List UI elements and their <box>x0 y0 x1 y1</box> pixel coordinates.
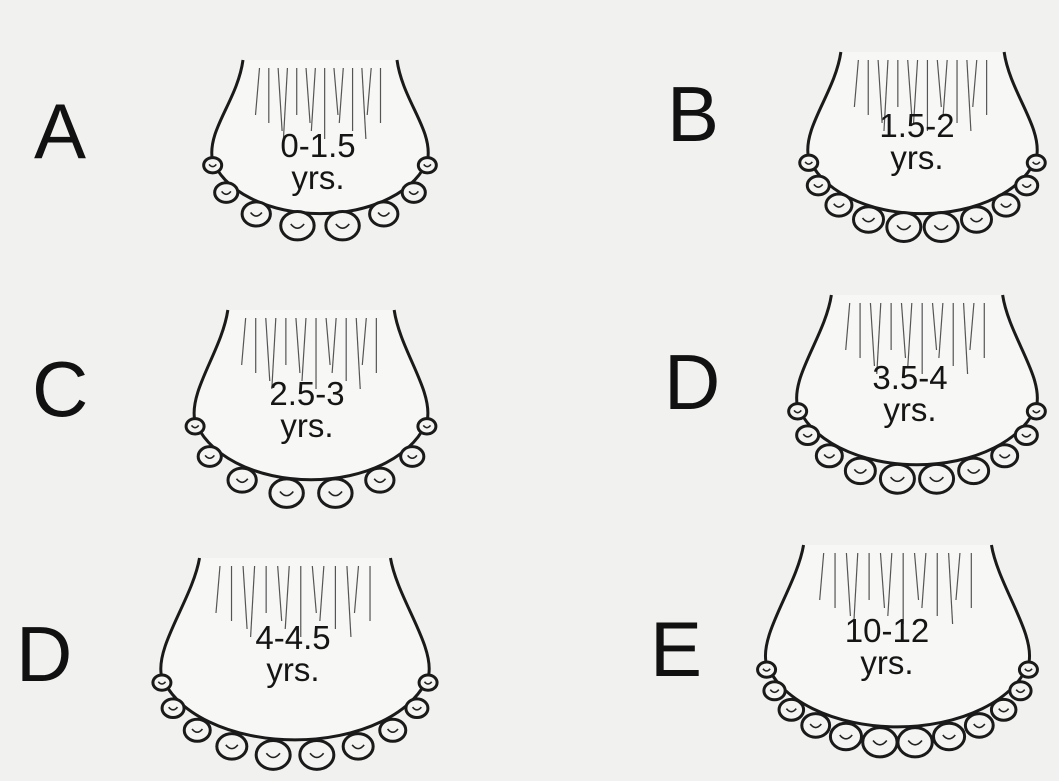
tooth <box>184 719 210 741</box>
panel-letter: A <box>34 92 86 170</box>
tooth <box>880 464 914 493</box>
age-range: 4-4.5 <box>218 622 368 654</box>
tooth <box>228 468 256 492</box>
tooth <box>807 176 829 195</box>
tooth <box>933 723 964 749</box>
tooth <box>887 213 921 242</box>
age-unit: yrs. <box>232 410 382 442</box>
tooth <box>830 723 861 749</box>
tooth <box>802 714 830 738</box>
tooth <box>1016 176 1038 195</box>
age-unit: yrs. <box>835 394 985 426</box>
tooth <box>920 464 954 493</box>
tooth <box>153 675 171 690</box>
tooth <box>758 662 776 677</box>
tooth <box>991 699 1016 720</box>
tooth <box>800 155 818 170</box>
tooth <box>854 207 884 233</box>
tooth <box>380 719 406 741</box>
age-unit: yrs. <box>248 162 388 194</box>
age-unit: yrs. <box>842 142 992 174</box>
tooth <box>863 728 897 757</box>
panel-letter: D <box>664 343 720 421</box>
tooth <box>270 479 303 507</box>
tooth <box>402 183 425 203</box>
tooth <box>1027 404 1045 419</box>
tooth <box>993 194 1019 216</box>
tooth <box>961 207 991 233</box>
age-range: 1.5-2 <box>842 110 992 142</box>
tooth <box>419 675 437 690</box>
tooth <box>826 194 852 216</box>
tooth <box>217 734 247 760</box>
tooth <box>816 445 842 467</box>
panel-letter: C <box>32 350 88 428</box>
age-label: 4-4.5 yrs. <box>218 622 368 686</box>
tooth <box>366 468 394 492</box>
tooth <box>204 158 222 173</box>
tooth <box>406 699 428 718</box>
age-range: 10-12 <box>812 615 962 647</box>
tooth <box>326 211 359 239</box>
tooth <box>215 183 238 203</box>
tooth <box>845 458 875 484</box>
tooth <box>418 158 436 173</box>
age-unit: yrs. <box>218 654 368 686</box>
tooth <box>1015 426 1037 445</box>
age-label: 0-1.5 yrs. <box>248 130 388 194</box>
tooth <box>789 404 807 419</box>
age-range: 2.5-3 <box>232 378 382 410</box>
tooth <box>959 458 989 484</box>
panel-letter: B <box>667 75 719 153</box>
tooth <box>1027 155 1045 170</box>
age-label: 2.5-3 yrs. <box>232 378 382 442</box>
tooth <box>924 213 958 242</box>
tooth <box>186 419 204 434</box>
tooth <box>965 714 993 738</box>
age-range: 0-1.5 <box>248 130 388 162</box>
tooth <box>319 479 352 507</box>
panel-letter: E <box>650 610 702 688</box>
tooth <box>898 728 932 757</box>
age-range: 3.5-4 <box>835 362 985 394</box>
age-label: 10-12 yrs. <box>812 615 962 679</box>
age-label: 1.5-2 yrs. <box>842 110 992 174</box>
tooth <box>242 202 270 226</box>
tooth <box>418 419 436 434</box>
tooth <box>779 699 804 720</box>
tooth <box>992 445 1018 467</box>
tooth <box>797 426 819 445</box>
age-label: 3.5-4 yrs. <box>835 362 985 426</box>
tooth <box>281 211 314 239</box>
tooth <box>370 202 398 226</box>
tooth <box>343 734 373 760</box>
tooth <box>401 447 424 467</box>
tooth <box>300 740 334 769</box>
tooth <box>1019 662 1037 677</box>
tooth <box>1010 682 1031 700</box>
age-unit: yrs. <box>812 647 962 679</box>
tooth <box>256 740 290 769</box>
tooth <box>162 699 184 718</box>
tooth <box>764 682 785 700</box>
panel-letter: D <box>16 615 72 693</box>
tooth <box>198 447 221 467</box>
